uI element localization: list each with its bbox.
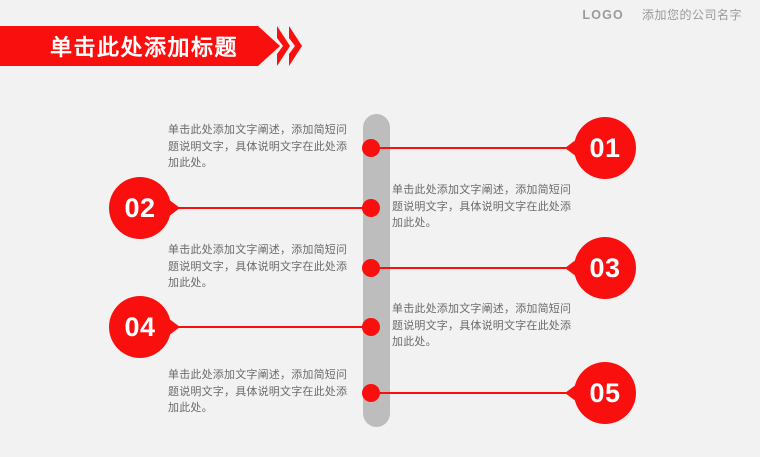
timeline-dot-3[interactable]	[362, 259, 380, 277]
title-banner: 单击此处添加标题	[0, 26, 304, 66]
connector-line-3	[376, 267, 576, 270]
number-badge-02[interactable]: 02	[109, 177, 180, 239]
chevron-right-icon-2	[289, 26, 304, 66]
connector-line-4	[171, 326, 376, 329]
timeline-dot-2[interactable]	[362, 199, 380, 217]
number-badge-label-3: 03	[589, 252, 621, 283]
timeline-dot-5[interactable]	[362, 384, 380, 402]
page-title: 单击此处添加标题	[50, 35, 239, 60]
timeline-dot-4[interactable]	[362, 318, 380, 336]
item-description-5: 单击此处添加文字阐述，添加简短问题说明文字，具体说明文字在此处添加此处。	[168, 369, 348, 414]
badge-tail-icon-5	[565, 384, 577, 402]
number-badge-label-2: 02	[124, 192, 156, 223]
item-description-3: 单击此处添加文字阐述，添加简短问题说明文字，具体说明文字在此处添加此处。	[168, 244, 348, 289]
badge-tail-icon-3	[565, 259, 577, 277]
number-badge-label-1: 01	[589, 132, 621, 163]
chevron-right-icon	[277, 26, 292, 66]
badge-tail-icon-2	[168, 199, 180, 217]
title-banner-shape: 单击此处添加标题	[0, 26, 280, 66]
badge-tail-icon-1	[565, 139, 577, 157]
brand-header: LOGO 添加您的公司名字	[582, 6, 742, 23]
number-badge-05[interactable]: 05	[565, 362, 636, 424]
number-badge-label-5: 05	[589, 377, 621, 408]
connector-line-1	[376, 147, 576, 150]
number-badge-04[interactable]: 04	[109, 296, 180, 358]
connector-line-5	[376, 392, 576, 395]
company-name-text: 添加您的公司名字	[641, 8, 742, 22]
item-description-2: 单击此处添加文字阐述，添加简短问题说明文字，具体说明文字在此处添加此处。	[392, 184, 572, 229]
timeline-dot-1[interactable]	[362, 139, 380, 157]
logo-text: LOGO	[582, 8, 624, 22]
connector-line-2	[171, 207, 376, 210]
number-badge-03[interactable]: 03	[565, 237, 636, 299]
item-description-1: 单击此处添加文字阐述，添加简短问题说明文字，具体说明文字在此处添加此处。	[168, 124, 348, 169]
number-badge-01[interactable]: 01	[565, 117, 636, 179]
item-description-4: 单击此处添加文字阐述，添加简短问题说明文字，具体说明文字在此处添加此处。	[392, 303, 572, 348]
badge-tail-icon-4	[168, 318, 180, 336]
number-badge-label-4: 04	[124, 311, 156, 342]
